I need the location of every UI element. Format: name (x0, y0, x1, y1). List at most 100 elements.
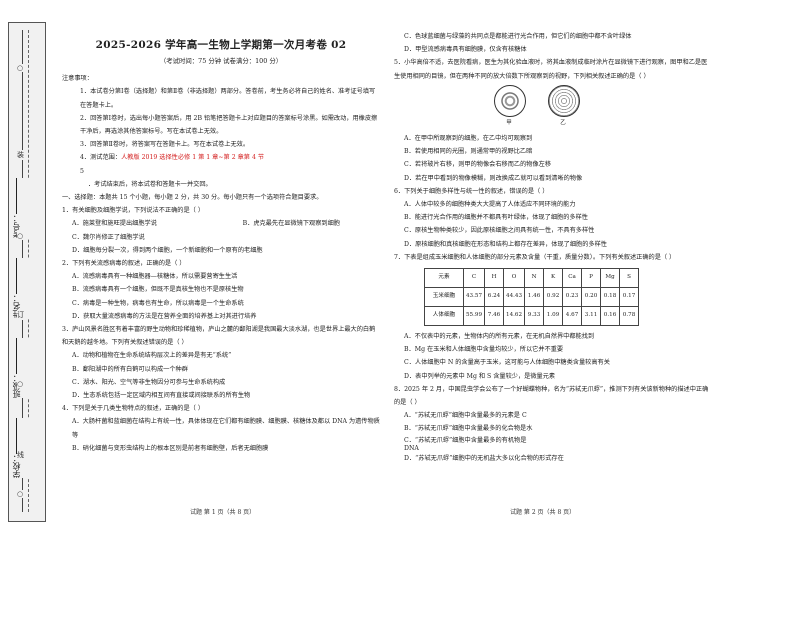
q8-option-c: C．“苏轼无爪蜉”细胞中含量最多的有机物是 (404, 436, 527, 444)
table-header-cell: Mg (600, 268, 621, 289)
table-cell: 9.33 (524, 306, 545, 327)
q5-option-d: D．若在甲中看到的物像模糊，则改换成乙就可以看到清晰的物像 (404, 174, 583, 182)
table-cell: 0.92 (543, 287, 564, 308)
binding-circle-mark: ○ (17, 232, 24, 240)
element-content-table: 元素 C H O N K Ca P Mg S 玉米细胞 43.57 6.24 4… (424, 268, 640, 327)
question-4: 4．下列是关于几类生物特点的叙述，正确的是（ ） (62, 405, 205, 413)
q6-option-c: C．原核生物种类较少，因此原核细胞之间具有统一性，不具有多样性 (404, 227, 595, 235)
figure-label: 甲 (506, 119, 512, 126)
q2-option-a: A．流感病毒具有一种细胞器—核糖体，所以需要营寄生生活 (72, 273, 238, 281)
q4-option-d: D．甲型流感病毒具有细胞膜，仅含有核糖体 (404, 46, 527, 54)
table-cell: 6.24 (484, 287, 505, 308)
table-header-cell: Ca (562, 268, 583, 289)
table-header-cell: S (619, 268, 640, 289)
table-cell: 43.57 (462, 287, 486, 308)
table-cell: 7.46 (484, 306, 505, 327)
binding-zhuang-mark: 装 (17, 150, 24, 160)
notice-item-number: 5 (80, 167, 84, 175)
exam-number-field: 考号： (11, 178, 29, 238)
table-cell: 0.18 (600, 287, 621, 308)
table-row: 玉米细胞 43.57 6.24 44.43 1.46 0.92 0.23 0.2… (424, 287, 640, 308)
question-5: 5．小华高倍不适，去医院看病，医生为其化验血液时，将其血液制成临时涂片在显微镜下… (394, 59, 708, 80)
q4-option-b: B．硝化细菌与变形虫结构上的根本区别是前者有细胞壁，后者无细胞膜 (72, 444, 269, 452)
school-field: 学校： (11, 418, 29, 478)
q2-option-c: C．病毒是一种生物，病毒也有生命，所以病毒是一个生命系统 (72, 299, 244, 307)
table-cell: 3.11 (581, 306, 602, 327)
table-cell: 1.09 (543, 306, 564, 327)
q2-option-b: B．流感病毒具有一个细胞，但既不是真核生物也不是原核生物 (72, 286, 244, 294)
question-6: 6．下列关于细胞多样性与统一性的叙述，错误的是（ ） (394, 187, 549, 195)
notice-range-value: 人教版 2019 选择性必修 1 第 1 章~第 2 章第 4 节 (121, 154, 265, 162)
question-1: 1．有关细胞及细胞学说，下列说法不正确的是（ ） (62, 207, 205, 215)
q5-option-c: C．若将玻片右移，则甲的物像会右移而乙的物像左移 (404, 161, 552, 169)
question-8: 8．2025 年 2 月，中国昆虫学会公布了一个好蝴蝶物种，名为“苏轼无爪蜉”，… (394, 385, 709, 407)
binding-circle-mark: ○ (17, 64, 24, 72)
q1-option-c: C．魏尔肖修正了细胞学说 (72, 233, 145, 241)
table-cell: 人体细胞 (424, 306, 464, 327)
q8-option-d: D．“苏轼无爪蜉”细胞中的无机盐大多以化合物的形式存在 (404, 454, 564, 462)
table-cell: 14.62 (503, 306, 526, 327)
q2-option-d: D．获取大量流感病毒的方法是在营养全面的培养基上对其进行培养 (72, 312, 257, 320)
q7-option-c: C．人体细胞中 N 的含量高于玉米，这可能与人体细胞中糖类含量较高有关 (404, 359, 610, 367)
table-cell: 0.78 (619, 306, 640, 327)
table-cell: 4.67 (562, 306, 583, 327)
table-header-row: 元素 C H O N K Ca P Mg S (424, 268, 640, 289)
question-3: 3．庐山风景名胜区有着丰富的野生动物和珍稀植物，庐山之麓的鄱阳湖是我国最大淡水湖… (62, 326, 376, 347)
section-heading: 一、选择题：本题共 15 个小题，每小题 2 分，共 30 分。每小题只有一个选… (62, 194, 323, 202)
q1-option-d: D．细胞每分裂一次，得到两个细胞，一个新细胞和一个原有的老细胞 (72, 246, 263, 254)
table-cell: 玉米细胞 (424, 287, 464, 308)
q3-option-d: D．生态系统包括一定区域内相互间有直接或间接联系的所有生物 (72, 392, 251, 400)
name-field: 姓名： (11, 258, 29, 318)
q8-option-a: A．“苏轼无爪蜉”细胞中含量最多的元素是 C (404, 412, 527, 420)
page-1-column: 2025-2026 学年高一生物上学期第一次月考卷 02 （考试时间：75 分钟… (62, 30, 380, 455)
notice-item: 1．本试卷分第Ⅰ卷（选择题）和第Ⅱ卷（非选择题）两部分。答卷前，考生务必将自己的… (80, 88, 376, 109)
notice-heading: 注意事项： (62, 75, 93, 83)
binding-circle-mark: ○ (17, 380, 24, 388)
notice-item-range: 4．测试范围：人教版 2019 选择性必修 1 第 1 章~第 2 章第 4 节 (62, 151, 380, 164)
q3-option-a: A．动物和植物在生命系统结构层次上的差异是有无“系统” (72, 352, 232, 360)
q4-option-c: C．色球蓝细菌与绿藻的共同点是都能进行光合作用，但它们的细胞中都不含叶绿体 (404, 33, 632, 40)
blood-smear-high-power-image (548, 84, 580, 117)
binding-circle-mark: ○ (17, 490, 24, 498)
q6-option-d: D．原核细胞和真核细胞在形态和结构上都存在差异，体现了细胞的多样性 (404, 240, 607, 248)
page-2-footer: 试题 第 2 页（共 8 页） (510, 509, 576, 516)
q6-option-a: A．人体中较多的细胞种类大大提高了人体适应不同环境的能力 (404, 201, 576, 209)
figure-label: 乙 (560, 119, 566, 126)
figure-jia: 甲 (494, 84, 526, 130)
table-header-cell: O (503, 268, 526, 289)
q1-option-b: B．虎克最先在显微镜下观察到细胞 (242, 220, 340, 228)
blood-smear-low-power-image (494, 84, 526, 117)
notice-range-label: 4．测试范围： (80, 154, 122, 162)
notice-item: 2．回答第Ⅰ卷时，选出每小题答案后，用 2B 铅笔把答题卡上对应题目的答案标号涂… (80, 114, 378, 136)
q4-option-a: A．大肠杆菌和蓝细菌在结构上有统一性，具体体现在它们都有细胞膜、细胞膜、核糖体及… (72, 418, 380, 439)
binding-ding-mark: 订 (17, 310, 24, 320)
table-header-cell: K (543, 268, 564, 289)
table-cell: 0.17 (619, 287, 640, 308)
table-cell: 44.43 (503, 287, 526, 308)
exam-meta: （考试时间：75 分钟 试卷满分：100 分） (159, 57, 283, 65)
table-cell: 0.16 (600, 306, 621, 327)
table-header-cell: H (484, 268, 505, 289)
table-row: 人体细胞 55.99 7.46 14.62 9.33 1.09 4.67 3.1… (424, 306, 640, 327)
table-header-cell: C (462, 268, 486, 289)
question-2: 2．下列有关流感病毒的叙述，正确的是（ ） (62, 260, 186, 268)
q3-option-c: C．湖水、阳光、空气等非生物因分可参与生命系统构成 (72, 378, 226, 386)
class-field: 班级： (11, 338, 29, 398)
microscope-figures: 甲 乙 (494, 84, 710, 130)
figure-yi: 乙 (548, 84, 580, 130)
q6-option-b: B．能进行光合作用的细胞并不都具有叶绿体，体现了细胞的多样性 (404, 214, 588, 222)
q7-option-d: D．表中列举的元素中 Mg 和 S 含量较少，是微量元素 (404, 372, 556, 380)
page-1-footer: 试题 第 1 页（共 8 页） (190, 509, 256, 516)
binding-xian-mark: 线 (17, 450, 24, 460)
q7-option-b: B．Mg 在玉米和人体细胞中含量均较少，所以它并不重要 (404, 346, 564, 354)
exam-title: 2025-2026 学年高一生物上学期第一次月考卷 02 (95, 39, 347, 51)
table-header-cell: N (524, 268, 545, 289)
q1-option-a: A．施莱登和施旺提出细胞学说 (72, 220, 157, 228)
q8-option-c-continued: DNA (404, 444, 419, 452)
question-7: 7．下表是组成玉米细胞和人体细胞的部分元素及含量（干重，质量分数）。下列有关叙述… (394, 253, 676, 261)
table-cell: 0.20 (581, 287, 602, 308)
page-2-column: C．色球蓝细菌与绿藻的共同点是都能进行光合作用，但它们的细胞中都不含叶绿体 D．… (394, 30, 710, 465)
q5-option-b: B．若使用相同的光圈，则通常甲的视野比乙暗 (404, 148, 533, 156)
q8-option-b: B．“苏轼无爪蜉”细胞中含量最多的化合物是水 (404, 425, 533, 433)
table-cell: 0.23 (562, 287, 583, 308)
